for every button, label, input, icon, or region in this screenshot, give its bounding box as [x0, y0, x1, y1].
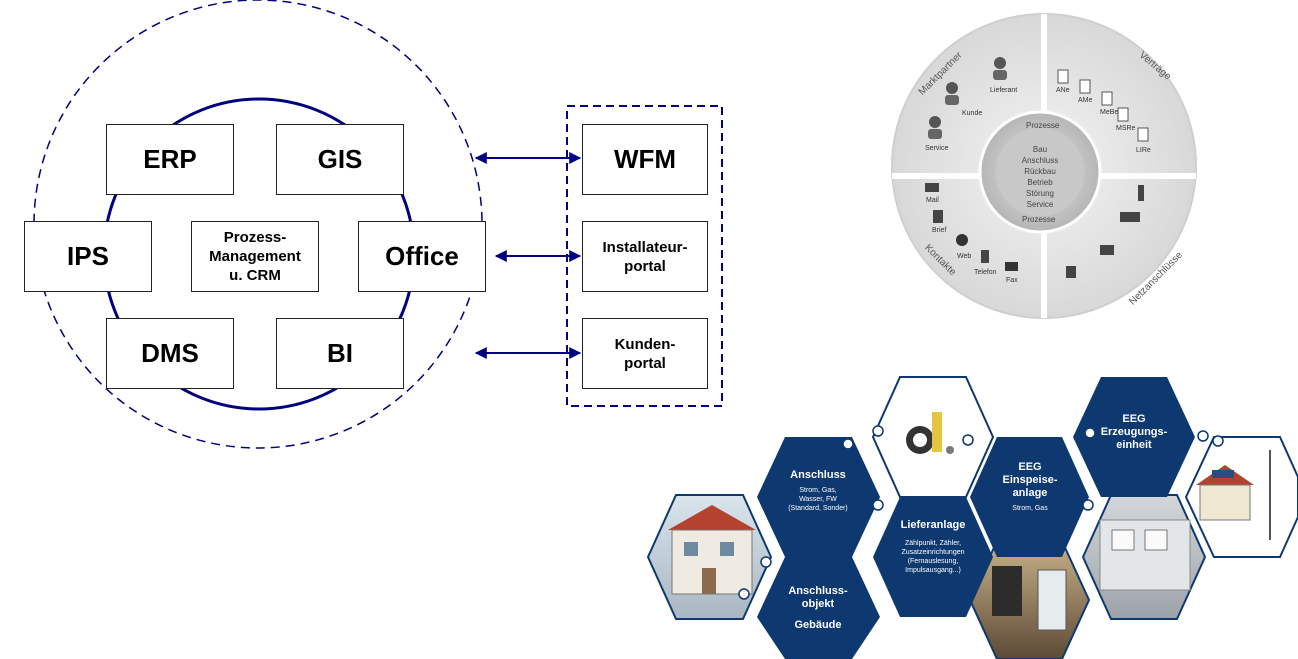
dms-box: DMS — [106, 318, 234, 389]
wheel-center-disk — [996, 128, 1084, 216]
vt-ane: ANe — [1056, 87, 1070, 94]
fax-icon — [1005, 262, 1018, 271]
kt-fax: Fax — [1006, 277, 1018, 284]
center-top-label: Prozesse — [1026, 121, 1060, 130]
kt-mail: Mail — [926, 197, 939, 204]
anschluss-title: Anschluss — [790, 469, 846, 481]
anschluss-sub-1: Strom, Gas, — [799, 487, 836, 494]
lieferanlage-sub-1: Zählpunkt, Zähler, — [905, 540, 961, 547]
person-icon — [928, 116, 942, 139]
erzeugung-title-3: einheit — [1116, 439, 1152, 451]
kt-brief: Brief — [932, 227, 946, 234]
center-bottom-label: Prozesse — [1022, 215, 1056, 224]
hex-erzeugungseinheit — [1073, 377, 1195, 497]
center-item-betrieb: Betrieb — [1027, 178, 1053, 187]
mp-lieferant: Lieferant — [990, 87, 1017, 94]
anschluss-sub-3: (Standard, Sonder) — [788, 505, 848, 512]
center-item-service: Service — [1027, 200, 1054, 209]
meter-cabinet-icon — [1099, 519, 1191, 591]
kunden-line-2: portal — [624, 354, 666, 372]
lieferanlage-sub-3: (Fernauslesung, — [908, 558, 959, 565]
vt-lire: LIRe — [1136, 147, 1151, 154]
hex-einspeiseanlage — [970, 437, 1089, 557]
person-icon — [945, 82, 959, 105]
erp-label: ERP — [143, 144, 197, 174]
einspeise-sub: Strom, Gas — [1012, 505, 1048, 512]
center-line-2: Management — [209, 248, 301, 265]
mp-service: Service — [925, 145, 948, 152]
lieferanlage-title: Lieferanlage — [901, 519, 966, 531]
tools-icon — [906, 412, 954, 454]
dms-label: DMS — [141, 338, 199, 368]
installateur-line-2: portal — [624, 257, 666, 275]
center-item-rueckbau: Rückbau — [1024, 167, 1056, 176]
installateurportal-box: Installateur- portal — [582, 221, 708, 292]
document-icon — [1057, 69, 1069, 84]
meter-icon — [992, 566, 1067, 631]
hex-anschlussobjekt — [757, 557, 880, 659]
document-icon — [1101, 91, 1113, 106]
mp-kunde: Kunde — [962, 110, 982, 117]
lieferanlage-sub-4: Impulsausgang...) — [905, 567, 961, 574]
vt-mebe: MeBe — [1100, 109, 1118, 116]
erzeugung-title-1: EEG — [1122, 413, 1145, 425]
anschlussobjekt-sub: Gebäude — [794, 619, 841, 631]
hex-anschluss — [757, 437, 880, 557]
center-item-stoerung: Störung — [1026, 189, 1054, 198]
center-line-3: u. CRM — [229, 267, 281, 284]
house-icon — [668, 505, 756, 595]
einspeise-title-2: Einspeise- — [1002, 474, 1057, 486]
person-icon — [993, 57, 1007, 80]
anschlussobjekt-title-1: Anschluss- — [788, 585, 848, 597]
letter-icon — [933, 210, 943, 223]
globe-icon — [956, 234, 968, 246]
vt-msre: MSRe — [1116, 125, 1136, 132]
wfm-label: WFM — [613, 144, 677, 174]
hex-lieferanlage — [873, 497, 993, 617]
kundenportal-box: Kunden- portal — [582, 318, 708, 389]
connector-dots — [738, 425, 1224, 600]
center-item-anschluss: Anschluss — [1022, 156, 1058, 165]
kt-telefon: Telefon — [974, 269, 997, 276]
center-process-box: Prozess- Management u. CRM — [191, 221, 319, 292]
solar-house-icon — [1196, 450, 1271, 540]
ips-box: IPS — [24, 221, 152, 292]
center-line-1: Prozess- — [223, 229, 287, 246]
kunden-line-1: Kunden- — [614, 335, 676, 353]
bi-label: BI — [327, 338, 353, 368]
document-icon — [1137, 127, 1149, 142]
phone-icon — [981, 250, 989, 263]
vt-ame: AMe — [1078, 97, 1093, 104]
wfm-box: WFM — [582, 124, 708, 195]
erp-box: ERP — [106, 124, 234, 195]
document-icon — [1117, 107, 1129, 122]
anschluss-sub-2: Wasser, FW — [799, 496, 837, 503]
infrastructure-icon — [1066, 185, 1144, 278]
bi-box: BI — [276, 318, 404, 389]
office-label: Office — [385, 241, 459, 271]
document-icon — [1079, 79, 1091, 94]
kt-web: Web — [957, 253, 971, 260]
mail-icon — [925, 183, 939, 192]
installateur-line-1: Installateur- — [602, 238, 688, 256]
einspeise-title-1: EEG — [1018, 461, 1041, 473]
office-box: Office — [358, 221, 486, 292]
erzeugung-title-2: Erzeugungs- — [1101, 426, 1168, 438]
anschlussobjekt-title-2: objekt — [802, 598, 835, 610]
gis-box: GIS — [276, 124, 404, 195]
center-item-bau: Bau — [1033, 145, 1047, 154]
einspeise-title-3: anlage — [1013, 487, 1048, 499]
lieferanlage-sub-2: Zusatzeinrichtungen — [901, 549, 964, 556]
gis-label: GIS — [317, 144, 363, 174]
ips-label: IPS — [67, 241, 109, 271]
